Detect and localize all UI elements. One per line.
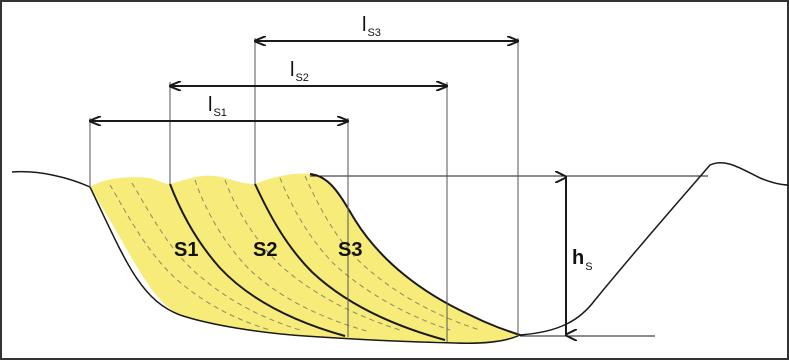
slide-boundary-s2: [254, 183, 446, 341]
slip-layer: [304, 175, 481, 331]
label-ls3-main: l: [362, 14, 366, 36]
slide-boundary-s1: [169, 183, 346, 337]
label-ls1-main: l: [208, 94, 212, 116]
slip-layer: [224, 179, 401, 331]
label-ls2-sub: S2: [295, 72, 308, 84]
slip-layer: [109, 184, 271, 331]
slide-mass-fill: [90, 173, 520, 343]
label-hs-sub: S: [585, 261, 592, 273]
slip-layer: [194, 179, 371, 333]
slide-label-s3: S3: [338, 239, 362, 261]
slip-layer: [131, 182, 301, 331]
slide-boundary-s3: [309, 173, 521, 336]
slip-layers: [109, 175, 481, 333]
length-arrows: [90, 41, 518, 121]
ground-profile: [11, 161, 789, 344]
slide-boundaries: [169, 173, 521, 341]
slide-label-s1: S1: [174, 239, 198, 261]
slip-layer: [279, 177, 451, 331]
guide-lines: [89, 38, 519, 342]
slide-label-s2: S2: [253, 239, 277, 261]
label-hs-main: h: [572, 247, 584, 269]
label-ls3: lS3: [362, 14, 381, 39]
label-hs: hS: [572, 247, 593, 273]
label-ls2: lS2: [290, 59, 309, 84]
label-ls1-sub: S1: [213, 107, 226, 119]
label-ls3-sub: S3: [367, 27, 380, 39]
label-ls1: lS1: [208, 94, 227, 119]
label-ls2-main: l: [290, 59, 294, 81]
